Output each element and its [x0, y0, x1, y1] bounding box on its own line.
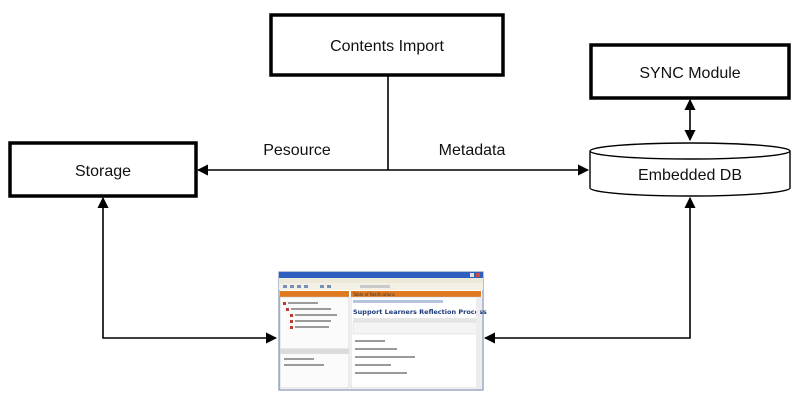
sync-module-node: SYNC Module [589, 43, 791, 100]
sync-module-label: SYNC Module [639, 65, 740, 82]
storage-client-arrow [97, 196, 278, 344]
storage-node: Storage [8, 141, 198, 198]
connectors [97, 75, 696, 344]
resource-edge-label: Pesource [263, 142, 331, 159]
contents-import-label: Contents Import [330, 38, 444, 55]
thumb-tab-label: Table of Notifications [352, 292, 395, 297]
thumb-header-text: Support Learners Reflection Process [353, 308, 487, 316]
db-client-arrow [483, 196, 696, 344]
embedded-db-label: Embedded DB [638, 167, 742, 184]
metadata-edge-label: Metadata [439, 142, 506, 159]
contents-import-node: Contents Import [269, 13, 505, 77]
client-app-screenshot: Table of Notifications Support Learners … [278, 271, 487, 391]
storage-label: Storage [75, 163, 131, 180]
embedded-db-node: Embedded DB [589, 142, 791, 197]
